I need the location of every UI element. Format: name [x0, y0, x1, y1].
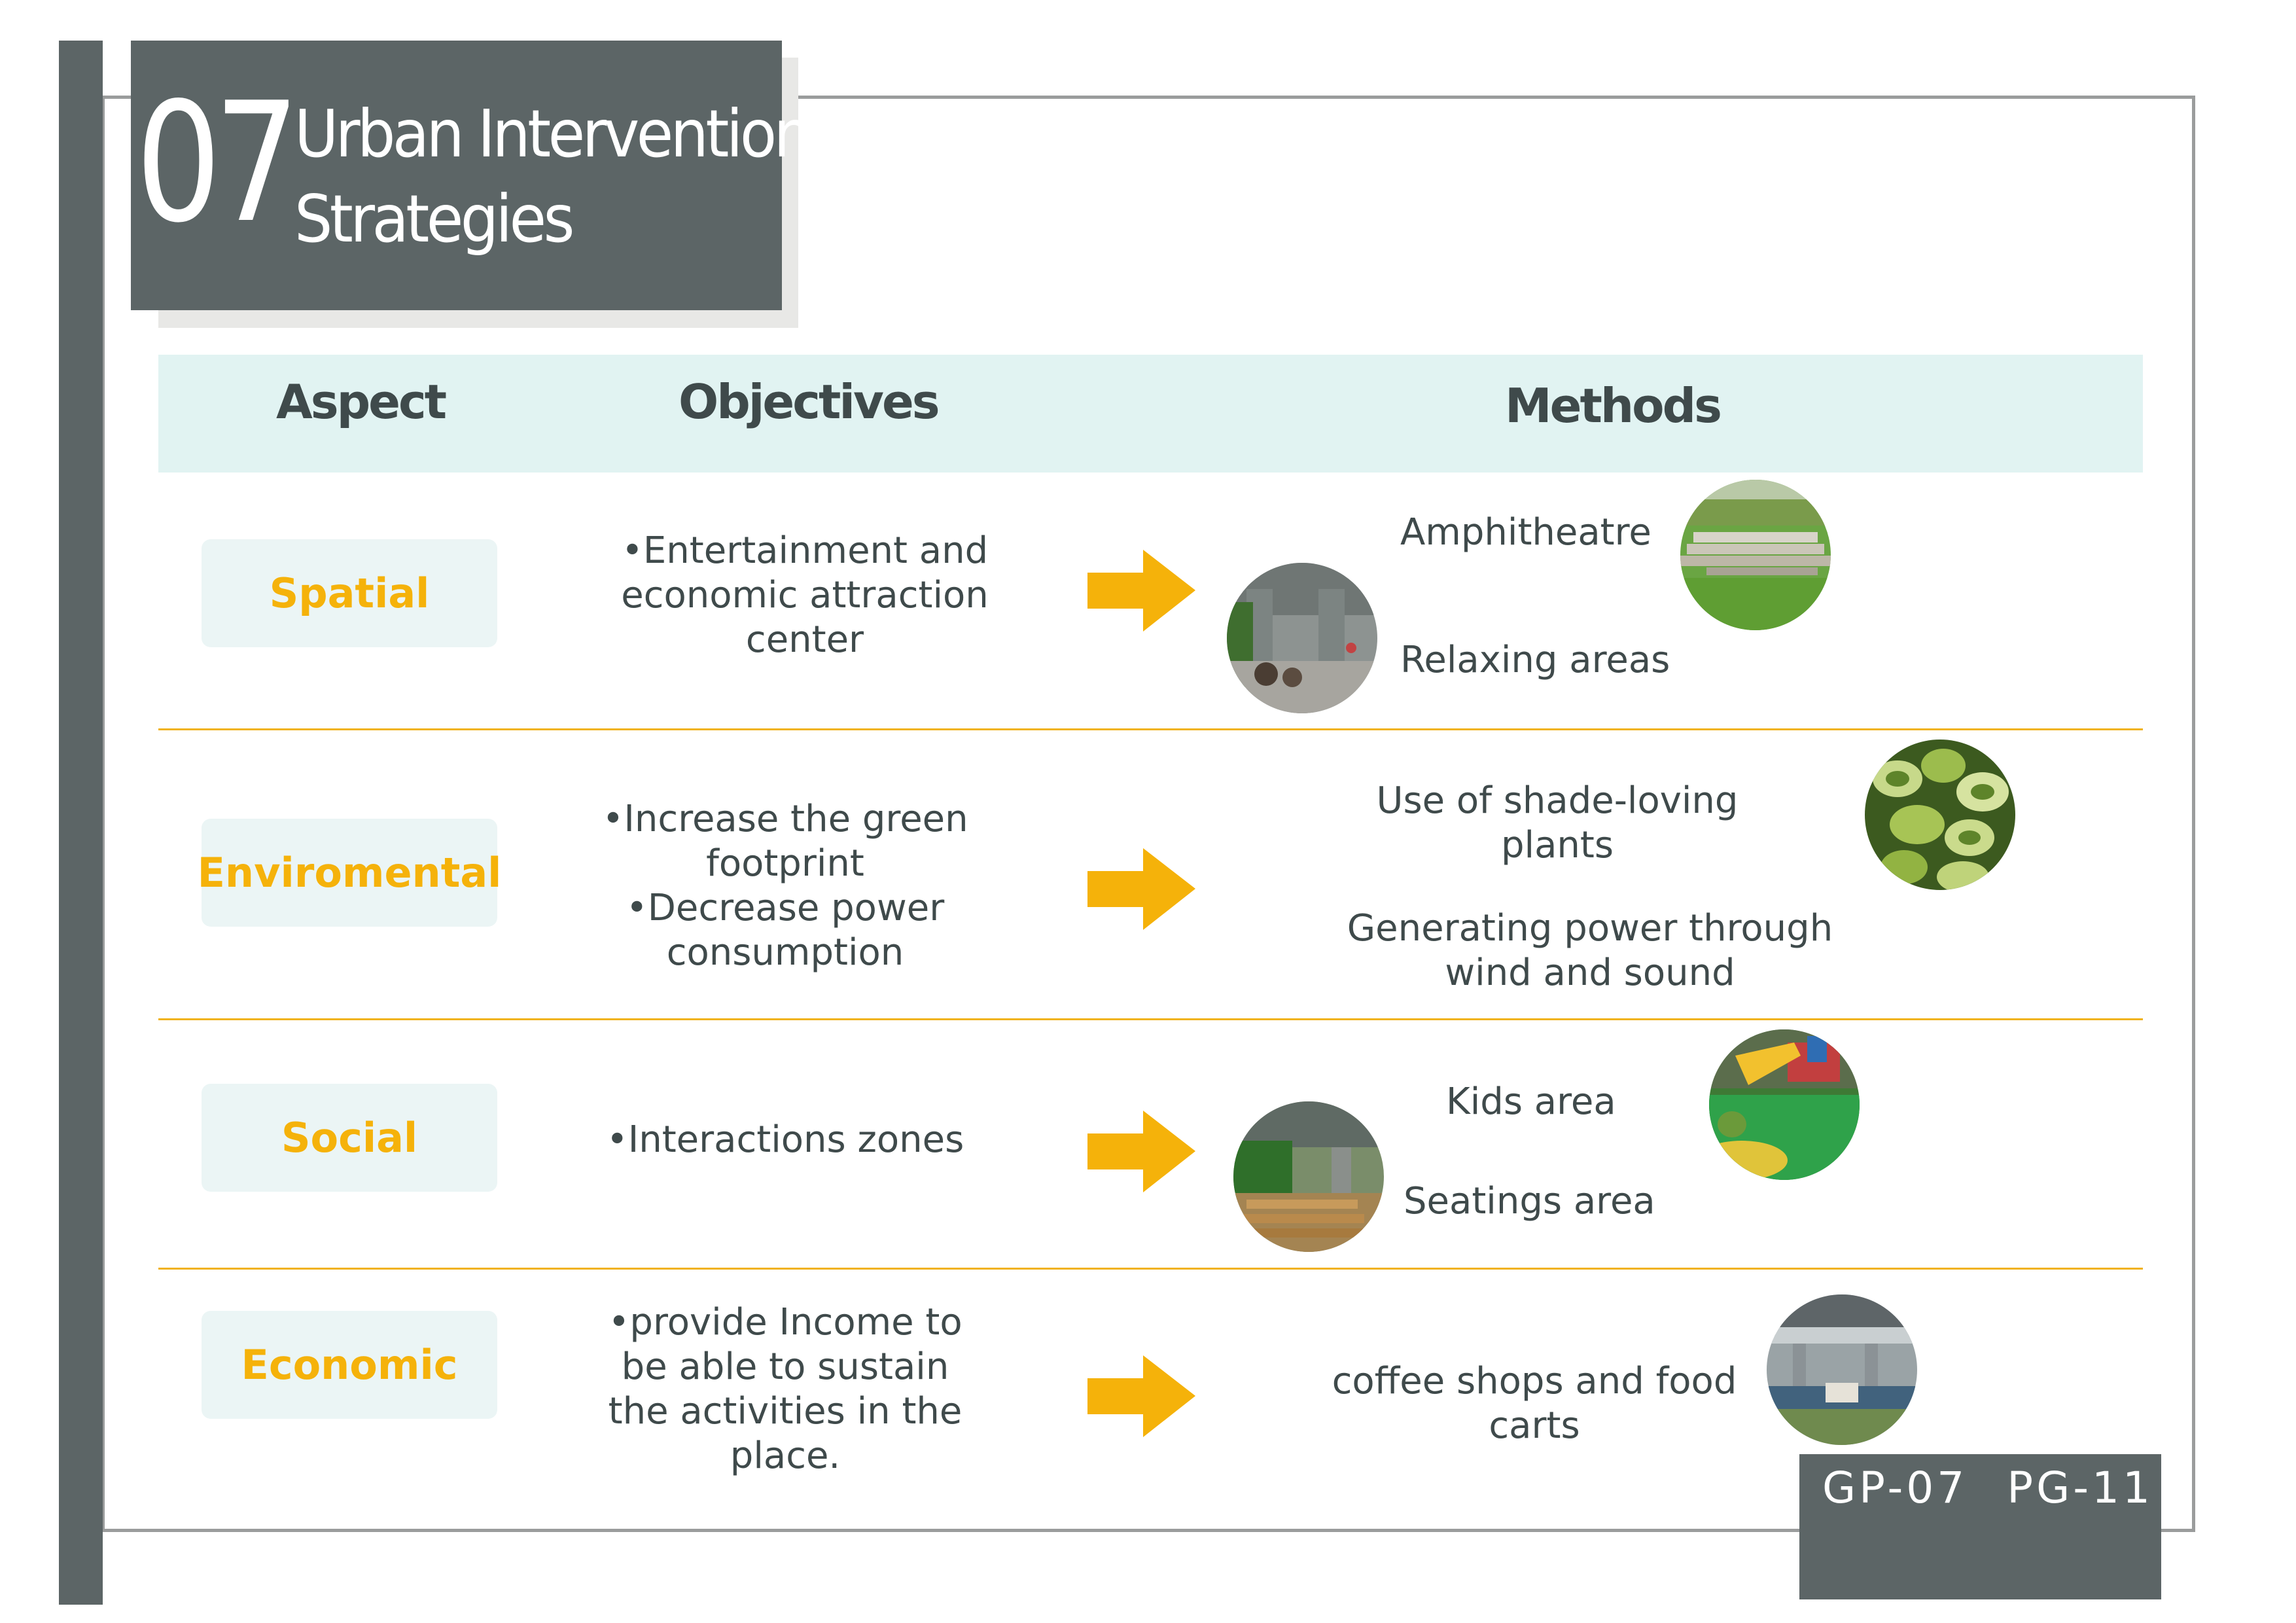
objectives-enviromental: •Increase the green footprint •Decrease … [556, 797, 1014, 975]
method-line: wind and sound [1445, 952, 1735, 994]
method-line: Generating power through [1347, 907, 1833, 950]
objectives-spatial: •Entertainment and economic attraction c… [576, 529, 1034, 662]
row-divider [158, 1018, 2143, 1020]
objective-line: footprint [706, 842, 864, 885]
objectives-economic: •provide Income to be able to sustain th… [556, 1300, 1014, 1478]
method-line: carts [1489, 1404, 1580, 1447]
arrow-right-icon [1087, 848, 1195, 930]
section-title-line1: Urban Intervention [294, 96, 812, 172]
method-coffee-shops: coffee shops and food carts [1309, 1359, 1760, 1448]
section-title-line2: Strategies [294, 181, 574, 257]
title-block [131, 41, 782, 310]
shade-plants-photo [1865, 740, 2015, 890]
objective-line: be able to sustain [621, 1346, 949, 1388]
objective-line: economic attraction [621, 574, 989, 616]
header-objectives: Objectives [679, 374, 940, 429]
relaxing-area-photo [1227, 563, 1377, 713]
arrow-right-icon [1087, 550, 1195, 632]
section-title: Urban Intervention Strategies [294, 92, 812, 262]
page-label: GP-07 PG-11 [1822, 1463, 2153, 1513]
page-number: PG-11 [2007, 1463, 2154, 1513]
seating-area-photo [1233, 1101, 1384, 1252]
aspect-label: Spatial [269, 569, 430, 617]
objective-line: center [745, 618, 864, 661]
method-relaxing-areas: Relaxing areas [1400, 639, 1670, 681]
method-seatings-area: Seatings area [1404, 1180, 1655, 1222]
table-header [158, 355, 2143, 473]
aspect-spatial: Spatial [202, 539, 497, 647]
objectives-social: •Interactions zones [556, 1118, 1014, 1162]
objective-line: consumption [666, 931, 904, 974]
objective-line: the activities in the [608, 1390, 963, 1433]
method-line: Use of shade-loving [1376, 779, 1739, 822]
method-power-generation: Generating power through wind and sound [1315, 906, 1865, 995]
objective-line: place. [730, 1435, 841, 1477]
objective-line: •provide Income to [608, 1301, 963, 1344]
aspect-label: Enviromental [197, 849, 502, 897]
row-divider [158, 1268, 2143, 1270]
objective-line: •Entertainment and [621, 529, 989, 572]
aspect-label: Economic [241, 1341, 458, 1389]
amphitheatre-photo [1680, 480, 1831, 630]
method-amphitheatre: Amphitheatre [1400, 511, 1651, 554]
header-methods: Methods [1505, 378, 1722, 433]
method-line: plants [1500, 824, 1614, 866]
group-code: GP-07 [1822, 1463, 1968, 1513]
section-number: 07 [135, 67, 300, 259]
aspect-label: Social [281, 1114, 418, 1162]
arrow-right-icon [1087, 1355, 1195, 1437]
objective-line: •Decrease power [626, 887, 945, 929]
playground-photo [1709, 1029, 1860, 1180]
method-line: coffee shops and food [1332, 1360, 1737, 1402]
row-divider [158, 728, 2143, 730]
header-aspect: Aspect [276, 374, 447, 429]
footer-block [1799, 1454, 2161, 1599]
objective-line: •Increase the green [602, 798, 968, 840]
page-frame [101, 96, 2195, 1532]
arrow-right-icon [1087, 1111, 1195, 1192]
aspect-social: Social [202, 1084, 497, 1192]
objective-line: •Interactions zones [606, 1118, 964, 1161]
left-accent-bar [59, 41, 103, 1605]
coffee-shops-photo [1767, 1294, 1917, 1445]
method-kids-area: Kids area [1446, 1080, 1616, 1123]
aspect-economic: Economic [202, 1311, 497, 1419]
aspect-enviromental: Enviromental [198, 819, 501, 927]
method-shade-loving-plants: Use of shade-loving plants [1315, 779, 1799, 868]
